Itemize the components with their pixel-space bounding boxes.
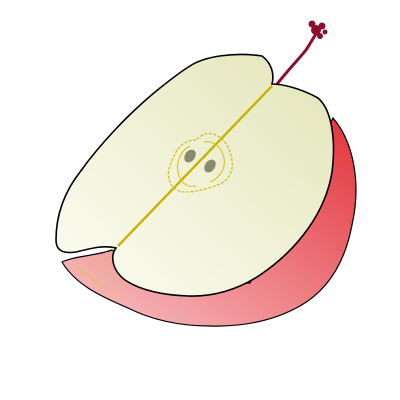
- seed-right: [204, 159, 216, 173]
- apple-core-line: [117, 85, 273, 247]
- stem-tip: [308, 20, 328, 39]
- seed-left: [184, 149, 196, 163]
- seed-cavity: [167, 132, 234, 193]
- apple-flesh: [55, 53, 335, 297]
- apple-stem: [272, 33, 318, 89]
- skin-fibers: [67, 251, 133, 303]
